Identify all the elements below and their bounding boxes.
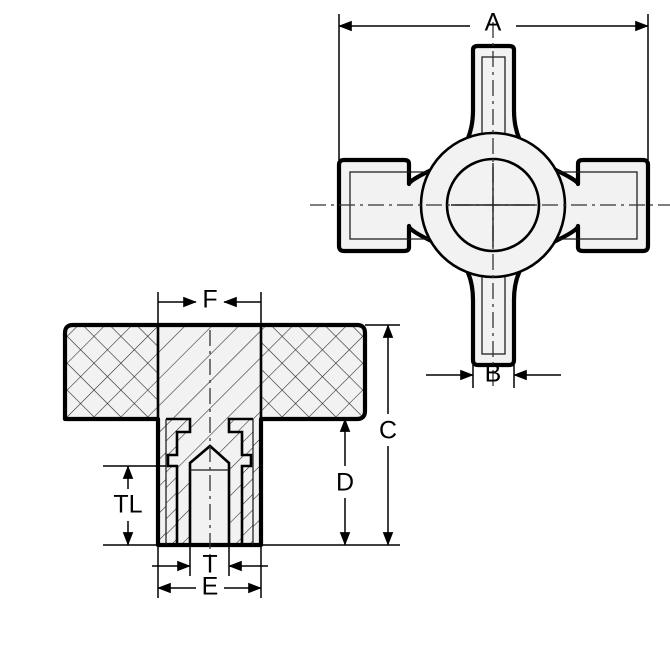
- dimension-E-label: E: [202, 573, 219, 601]
- flange-left: [65, 325, 158, 545]
- dimension-TL-label: TL: [113, 491, 142, 519]
- top-view-group: A B: [310, 9, 670, 388]
- dimension-F: F: [157, 286, 262, 325]
- dimension-C-label: C: [379, 417, 397, 445]
- flange-left-hatch: [65, 325, 158, 545]
- dimension-T-label: T: [202, 551, 217, 579]
- dimension-D-label: D: [336, 469, 354, 497]
- flange-right-hatch: [261, 325, 365, 419]
- dimension-B-label: B: [485, 360, 502, 388]
- insert-left-outline: [166, 417, 192, 545]
- insert-right-outline: [227, 417, 253, 545]
- insert-right-wall: [229, 419, 253, 545]
- bore-cavity-fill: [190, 446, 229, 545]
- dimension-E: E: [157, 545, 262, 601]
- cross-body-outline: [336, 43, 651, 368]
- dimension-T: T: [152, 545, 268, 579]
- insert-left-wall: [166, 419, 190, 545]
- dimension-F-label: F: [202, 286, 217, 314]
- flange-right: [261, 325, 365, 419]
- dimension-D: D: [261, 418, 355, 546]
- dimension-A-label: A: [485, 9, 502, 37]
- section-body-outline: [62, 322, 368, 548]
- dimension-C: C: [261, 324, 400, 546]
- dimension-B: B: [426, 360, 561, 388]
- dimension-A: A: [338, 9, 649, 160]
- section-view-group: F C D TL: [62, 286, 400, 601]
- dimension-TL: TL: [103, 465, 166, 546]
